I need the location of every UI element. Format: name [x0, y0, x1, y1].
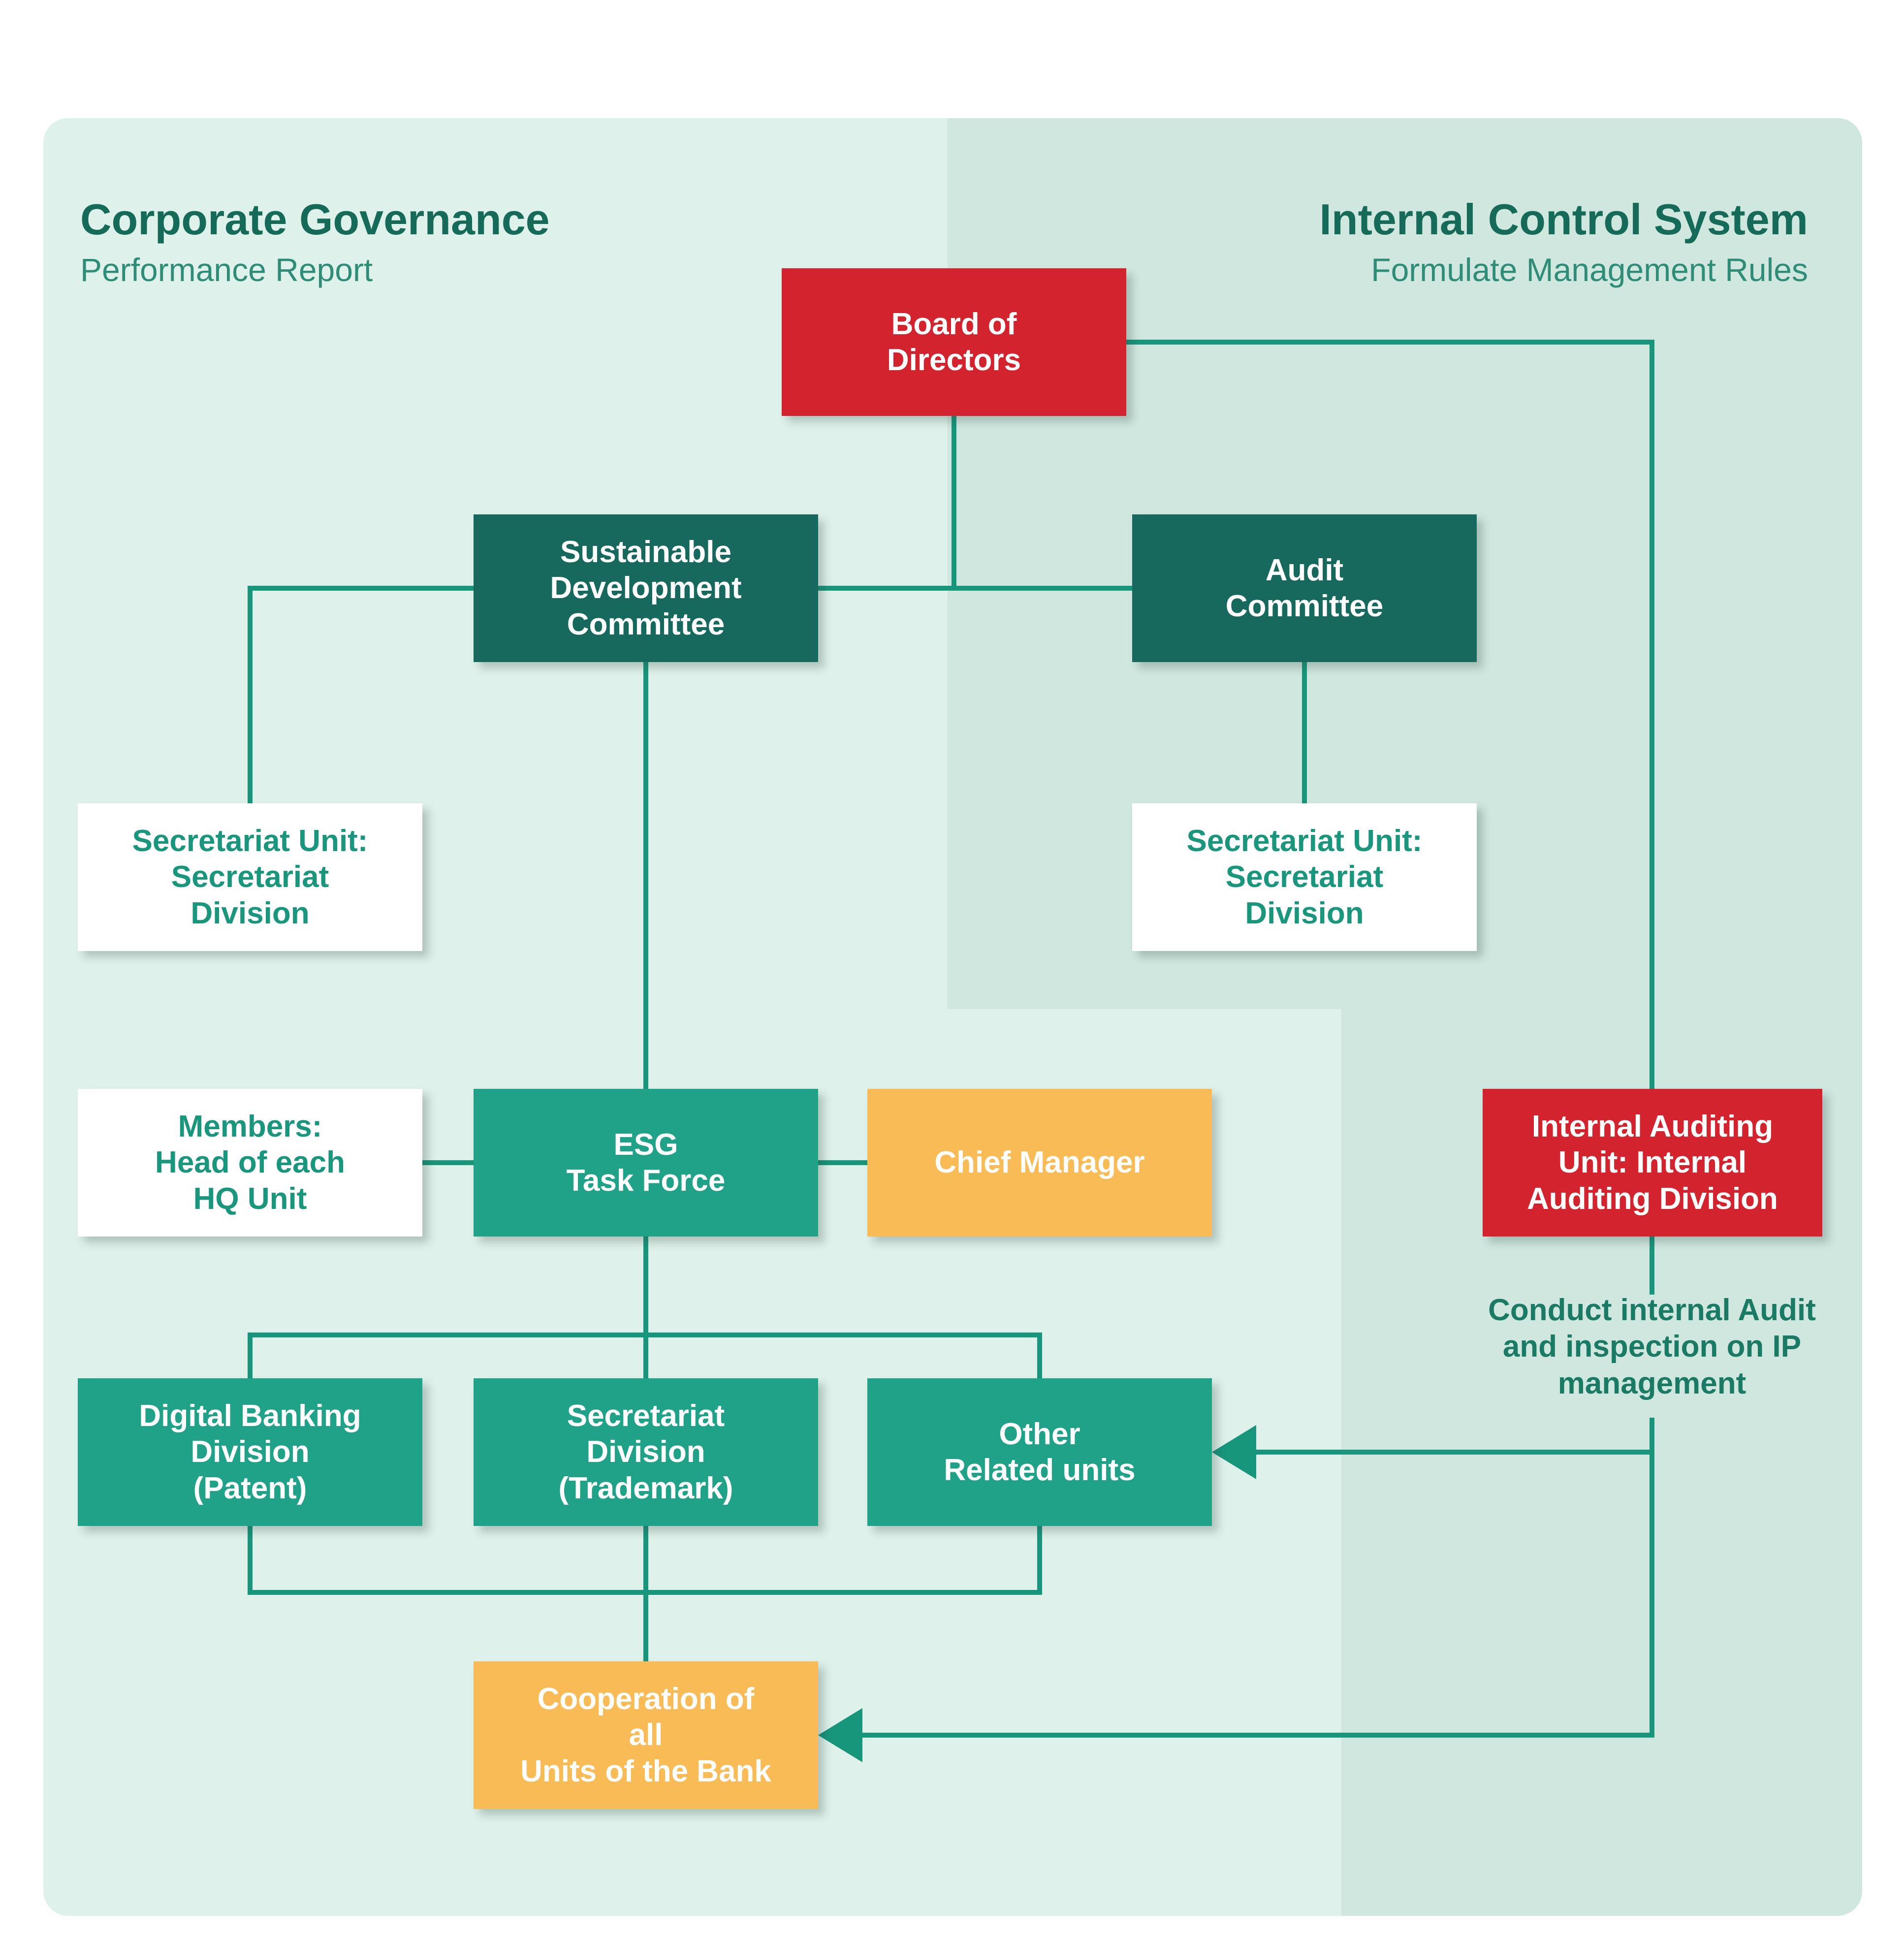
node-audit-committee: Audit Committee: [1132, 514, 1477, 662]
arrowhead-left-icon: [818, 1708, 862, 1762]
node-sustainable-development-committee: Sustainable Development Committee: [474, 514, 818, 662]
node-chief-manager: Chief Manager: [867, 1089, 1212, 1237]
node-board-of-directors: Board of Directors: [782, 268, 1126, 416]
connector-other-down: [1037, 1526, 1042, 1595]
connector-digital-down: [248, 1526, 253, 1595]
node-other-related-units: Other Related units: [867, 1378, 1212, 1526]
node-esg-task-force: ESG Task Force: [474, 1089, 818, 1237]
arrowhead-left-icon: [1212, 1425, 1256, 1479]
connector-board-to-internal-auditing-h: [1126, 340, 1654, 345]
connector-divisions-branch-h: [248, 1332, 1042, 1337]
note-conduct-internal-audit: Conduct internal Audit and inspection on…: [1488, 1293, 1816, 1400]
connector-audit-secretariat: [1302, 662, 1307, 803]
subheading-performance-report: Performance Report: [80, 252, 373, 288]
connector-sustainable-secretariat-h: [250, 586, 474, 591]
node-internal-auditing-unit: Internal Auditing Unit: Internal Auditin…: [1483, 1089, 1822, 1237]
connector-board-to-internal-auditing-v: [1650, 340, 1654, 1089]
connector-board-down: [952, 416, 956, 591]
connector-committees-horizontal: [818, 586, 1132, 591]
heading-corporate-governance: Corporate Governance: [80, 195, 550, 244]
connector-center-to-cooperation: [643, 1526, 648, 1661]
connector-branch-other-v: [1037, 1332, 1042, 1378]
connector-sustainable-esg: [643, 662, 648, 1089]
connector-esg-chief: [818, 1160, 867, 1165]
connector-arrow-cooperation-shaft: [857, 1733, 1654, 1738]
node-secretariat-unit-right: Secretariat Unit: Secretariat Division: [1132, 803, 1477, 951]
node-members-head-hq: Members: Head of each HQ Unit: [78, 1089, 422, 1237]
connector-esg-down: [643, 1237, 648, 1378]
connector-internal-audit-v1: [1650, 1237, 1654, 1295]
node-digital-banking-division: Digital Banking Division (Patent): [78, 1378, 422, 1526]
heading-internal-control-system: Internal Control System: [1319, 195, 1808, 244]
connector-sustainable-secretariat-v: [248, 586, 253, 803]
subheading-formulate-management-rules: Formulate Management Rules: [1371, 252, 1808, 288]
connector-arrow-other-shaft: [1250, 1450, 1654, 1455]
connector-members-esg: [422, 1160, 474, 1165]
connector-branch-digital-v: [248, 1332, 253, 1378]
node-secretariat-division-trademark: Secretariat Division (Trademark): [474, 1378, 818, 1526]
connector-internal-audit-v2: [1650, 1418, 1654, 1738]
node-secretariat-unit-left: Secretariat Unit: Secretariat Division: [78, 803, 422, 951]
node-cooperation-all-units: Cooperation of all Units of the Bank: [474, 1661, 818, 1809]
